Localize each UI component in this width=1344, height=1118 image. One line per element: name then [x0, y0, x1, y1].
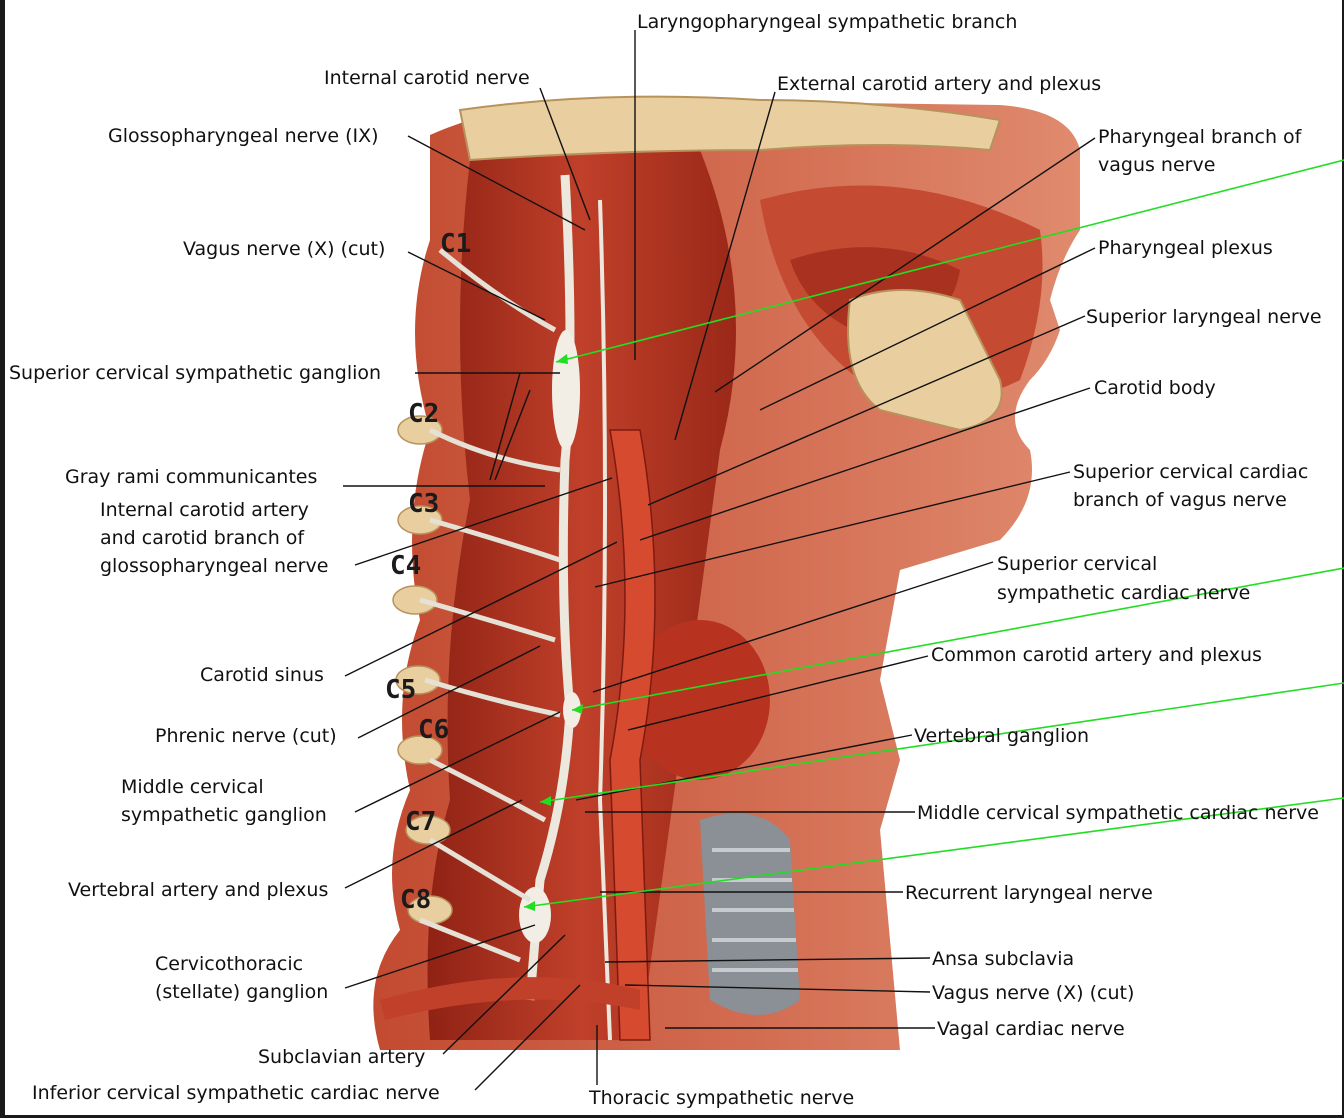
label-pharyngeal-branch-line1: Pharyngeal branch of: [1098, 126, 1303, 148]
neck-illustration: [373, 97, 1080, 1050]
vertebra-c5: C5: [385, 675, 416, 705]
label-internal-carotid-artery-line3: glossopharyngeal nerve: [100, 555, 328, 577]
label-superior-laryngeal-nerve: Superior laryngeal nerve: [1086, 306, 1322, 328]
label-superior-cervical-ganglion: Superior cervical sympathetic ganglion: [9, 362, 381, 384]
label-common-carotid-artery: Common carotid artery and plexus: [931, 644, 1262, 666]
label-pharyngeal-branch-line2: vagus nerve: [1098, 154, 1215, 176]
vertebra-c6: C6: [418, 715, 449, 745]
label-glossopharyngeal-nerve: Glossopharyngeal nerve (IX): [108, 125, 379, 147]
label-superior-symp-cardiac-line1: Superior cervical: [997, 553, 1157, 575]
label-vagal-cardiac-nerve: Vagal cardiac nerve: [937, 1018, 1125, 1040]
label-inferior-cardiac-nerve: Inferior cervical sympathetic cardiac ne…: [32, 1082, 440, 1104]
label-superior-cardiac-branch-line2: branch of vagus nerve: [1073, 489, 1287, 511]
label-middle-symp-cardiac: Middle cervical sympathetic cardiac nerv…: [917, 802, 1319, 824]
vertebra-c4: C4: [390, 551, 421, 581]
label-superior-symp-cardiac-line2: sympathetic cardiac nerve: [997, 582, 1250, 604]
trachea: [700, 813, 800, 1015]
label-thoracic-sympathetic-nerve: Thoracic sympathetic nerve: [588, 1087, 854, 1109]
label-recurrent-laryngeal: Recurrent laryngeal nerve: [905, 882, 1153, 904]
label-external-carotid-artery: External carotid artery and plexus: [777, 73, 1101, 95]
label-cervicothoracic-ganglion-line1: Cervicothoracic: [155, 953, 303, 975]
label-ansa-subclavia: Ansa subclavia: [932, 948, 1074, 970]
label-gray-rami: Gray rami communicantes: [65, 466, 317, 488]
vertebra-c2: C2: [408, 399, 439, 429]
label-middle-cervical-ganglion-line1: Middle cervical: [121, 776, 264, 798]
label-cervicothoracic-ganglion-line2: (stellate) ganglion: [155, 981, 328, 1003]
label-carotid-body: Carotid body: [1094, 377, 1216, 399]
label-vertebral-ganglion: Vertebral ganglion: [914, 725, 1089, 747]
label-vagus-nerve-cut-bottom: Vagus nerve (X) (cut): [932, 982, 1134, 1004]
vertebra-c3: C3: [408, 489, 439, 519]
label-internal-carotid-artery-line1: Internal carotid artery: [100, 499, 309, 521]
label-subclavian-artery: Subclavian artery: [258, 1046, 425, 1068]
label-laryngopharyngeal-branch: Laryngopharyngeal sympathetic branch: [637, 11, 1017, 33]
vertebra-c1: C1: [440, 229, 471, 259]
label-vagus-nerve-cut-top: Vagus nerve (X) (cut): [183, 238, 385, 260]
vertebra-c7: C7: [405, 807, 436, 837]
label-internal-carotid-nerve: Internal carotid nerve: [324, 67, 530, 89]
vertebra-c8: C8: [400, 885, 431, 915]
label-vertebral-artery: Vertebral artery and plexus: [68, 879, 328, 901]
label-superior-cardiac-branch-line1: Superior cervical cardiac: [1073, 461, 1308, 483]
label-phrenic-nerve: Phrenic nerve (cut): [155, 725, 337, 747]
label-middle-cervical-ganglion-line2: sympathetic ganglion: [121, 804, 327, 826]
label-internal-carotid-artery-line2: and carotid branch of: [100, 527, 305, 549]
label-carotid-sinus: Carotid sinus: [200, 664, 324, 686]
superior-ganglion-shape: [552, 330, 580, 450]
label-pharyngeal-plexus: Pharyngeal plexus: [1098, 237, 1273, 259]
